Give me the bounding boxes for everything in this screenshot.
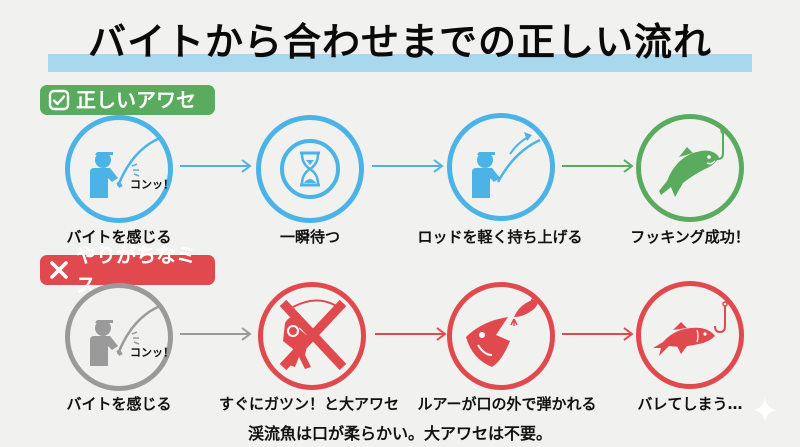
hourglass-icon	[280, 139, 340, 199]
step-circle-feel-bite: コンッ！	[65, 115, 173, 223]
footer-note: 渓流魚は口が柔らかい。大アワセは不要。	[247, 424, 552, 443]
page-title: バイトから合わせまでの正しい流れ	[87, 20, 712, 64]
correct-badge-label: 正しいアワセ	[76, 88, 196, 112]
hooked-fish-icon	[659, 128, 726, 197]
step-label: フッキング成功！	[630, 228, 750, 246]
fish-escaped-icon	[653, 301, 728, 356]
step-circle-big-hookset	[258, 282, 366, 390]
step-label: バイトを感じる	[66, 395, 172, 413]
title-area: バイトから合わせまでの正しい流れ	[0, 14, 800, 74]
step-circle-lure-bounced	[447, 282, 555, 390]
svg-text:コンッ！: コンッ！	[130, 178, 168, 191]
cross-icon	[48, 259, 70, 281]
angler-lifting-rod-icon	[472, 132, 541, 198]
step-label: 一瞬待つ	[279, 228, 341, 246]
step-label: ルアーが口の外で弾かれる	[417, 395, 597, 413]
prohibited-big-hookset-icon	[279, 299, 347, 371]
checkbox-check-icon	[48, 89, 70, 111]
flow-arrow	[372, 159, 444, 173]
step-circle-feel-bite-mistake: コンッ！	[65, 283, 173, 391]
step-circle-lift-rod	[447, 113, 555, 221]
step-label: ロッドを軽く持ち上げる	[417, 228, 583, 246]
flow-arrow	[562, 327, 634, 341]
flow-arrow	[375, 327, 447, 341]
step-circle-hook-success	[636, 114, 744, 222]
flow-arrow	[180, 159, 252, 173]
step-label: すぐにガツン！と大アワセ	[218, 395, 400, 413]
angler-feeling-bite-icon: コンッ！	[90, 136, 168, 198]
title-highlight-band	[48, 54, 752, 72]
flow-arrow	[562, 159, 634, 173]
step-circle-wait	[256, 115, 364, 223]
flow-arrow	[180, 327, 252, 341]
sparkle-icon	[752, 397, 778, 423]
step-label: バイトを感じる	[66, 228, 172, 246]
correct-section-badge: 正しいアワセ	[40, 85, 215, 115]
step-circle-fish-escaped	[636, 281, 744, 389]
mistake-section-badge: やりがちなミス	[40, 243, 215, 297]
lure-bounced-off-mouth-icon	[466, 297, 538, 367]
svg-text:コンッ！: コンッ！	[130, 346, 168, 359]
angler-feeling-bite-icon: コンッ！	[90, 304, 168, 366]
step-label: バレてしまう…	[637, 395, 743, 413]
